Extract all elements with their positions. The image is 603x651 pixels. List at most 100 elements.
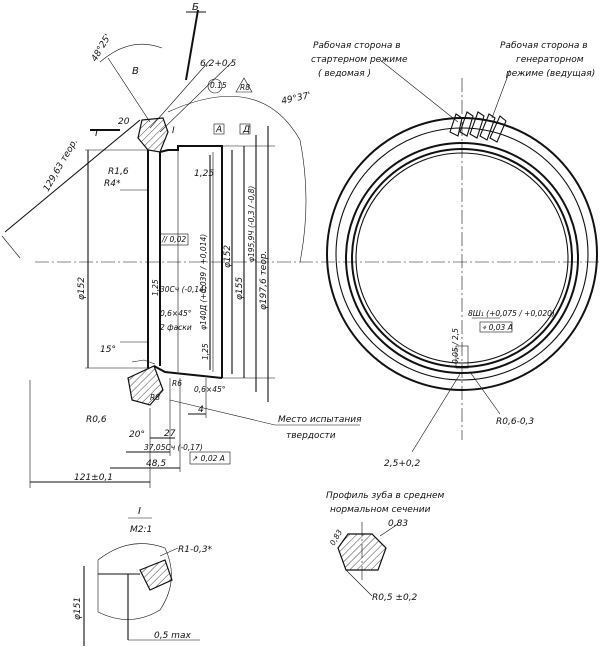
detail-diam: φ151	[73, 597, 83, 620]
detail-radius: R1-0,3*	[178, 545, 213, 555]
label-roman-one: I	[172, 126, 175, 136]
slot-tol: ⌖ 0,03 А	[482, 323, 513, 332]
detail-scale: М2:1	[130, 525, 152, 535]
lower-rim	[131, 359, 156, 365]
detail-title: I	[138, 506, 141, 517]
rim-inner-circle	[335, 127, 589, 381]
detail-width: 0,5 max	[154, 631, 191, 641]
roughness-triangle	[235, 77, 253, 93]
tooth-guide-2	[159, 61, 233, 133]
detail-i: I М2:1 R1-0,3* φ151 0,5 max	[73, 506, 213, 646]
label-right-2: генераторном	[516, 55, 584, 65]
dim-62: 6,2+0,5	[200, 59, 236, 69]
dim-r8: R8	[240, 83, 250, 92]
tooth-guide-3	[107, 57, 151, 123]
profile-title-2: нормальном сечении	[330, 505, 431, 515]
dim-485: 48,5	[146, 459, 166, 469]
label-left-3: ( ведомая )	[318, 69, 371, 79]
profile-title-1: Профиль зуба в среднем	[326, 491, 444, 501]
hardness-1: Место испытания	[278, 415, 362, 425]
bore-inner-circle	[355, 152, 569, 364]
dim-1959: φ195,9Ч (-0,3 / -0,8)	[247, 186, 256, 262]
dim-r6-bot: R6	[172, 379, 182, 388]
dim-r15: 0.15	[210, 81, 227, 90]
dim-r4: R4*	[104, 179, 121, 189]
hardness-leader	[169, 399, 276, 426]
dim-r16: R1,6	[108, 167, 129, 177]
label-right-1: Рабочая сторона в	[500, 41, 588, 51]
angle-arc-top	[99, 43, 163, 63]
dim-125-top: 1,25	[194, 169, 214, 179]
tooth-profile: Профиль зуба в среднем нормальном сечени…	[326, 491, 444, 603]
slot-rect	[455, 345, 469, 369]
label-g: Г	[95, 128, 102, 139]
angle-bottom: 15°	[100, 345, 116, 355]
dim-155: φ155	[235, 277, 245, 300]
bore-30: 30Cч (-0,14)	[160, 285, 207, 294]
dim-121: 121±0,1	[74, 473, 113, 483]
detail-r-leader	[159, 547, 179, 557]
dim-4: 4	[198, 405, 204, 415]
profile-radius: R0,5 ±0,2	[372, 593, 418, 603]
flange-top	[159, 145, 223, 153]
dim-20: 20	[118, 117, 130, 127]
tol-frame-runout	[189, 451, 231, 465]
dim-r06-03: R0,6-0,3	[496, 417, 534, 427]
tooth-4	[479, 113, 496, 141]
dim-12963-ext	[1, 235, 21, 259]
dim-37: 37,05Cч (-0,17)	[144, 443, 203, 452]
slot-note: 0,05 / 2,5	[451, 328, 460, 364]
datum-a-frame	[213, 123, 225, 135]
dim-1976: φ197,6 теор.	[259, 251, 269, 310]
profile-right-leader	[379, 523, 399, 537]
label-b: Б	[192, 2, 199, 13]
front-view: Рабочая сторона в стартерном режиме ( ве…	[311, 41, 598, 469]
hub-outer-circle	[345, 142, 579, 374]
tooth-guide-1	[149, 59, 211, 129]
hardness-2: твердости	[286, 431, 336, 441]
leader-driven	[379, 59, 459, 123]
angle-right: 49°37'	[281, 91, 312, 107]
tol-frame-parallel	[159, 233, 189, 246]
dim-r8-bot: R8	[150, 393, 160, 402]
cut-line-b	[185, 9, 199, 81]
tol-parallel: // 0,02	[161, 235, 186, 244]
section-view: Б В Г I А Д 48°25' 49°37' 15° 20° 6,2+0,…	[1, 2, 600, 488]
tooth-1	[449, 113, 463, 137]
label-a: А	[215, 125, 222, 135]
dim-152-b: φ152	[223, 245, 233, 268]
tooth-3	[469, 111, 485, 139]
dim-25: 2,5+0,2	[384, 459, 420, 469]
chamfer-b: 0,6×45°	[194, 385, 226, 394]
dim-125-mid: 1,25	[151, 279, 160, 296]
two-chamfers: 2 фаски	[160, 323, 192, 332]
tooth-5	[489, 115, 507, 143]
angle-small: 20°	[129, 430, 145, 440]
dim-r06: R0,6	[86, 415, 107, 425]
roughness-circle	[207, 78, 223, 94]
leader-r06	[469, 371, 501, 415]
dim-12963-line	[4, 119, 141, 233]
label-v: В	[132, 66, 139, 77]
tooth-2	[459, 111, 474, 137]
leader-25	[411, 373, 461, 453]
detail-outline	[97, 543, 172, 620]
label-d: Д	[242, 125, 250, 135]
profile-dim-right: 0,83	[388, 519, 408, 529]
bore-circle	[351, 148, 573, 368]
chamfer-a: 0,6×45°	[160, 309, 192, 318]
label-right-3: режиме (ведущая)	[505, 69, 595, 79]
dim-152-left: φ152	[77, 277, 87, 300]
datum-d-frame	[239, 123, 251, 135]
bore-140: φ140Д (+0,039 / +0,014)	[199, 234, 208, 330]
tol-runout: ↗ 0,02 А	[192, 454, 225, 463]
leader-driving	[491, 69, 511, 119]
dim-125-bot: 1,25	[201, 343, 210, 360]
upper-tooth-section	[137, 117, 169, 153]
angle-top: 48°25'	[90, 33, 114, 64]
slot-dim: 8Ш₁ (+0,075 / +0,020)	[468, 309, 555, 318]
slot-tol-frame	[479, 321, 513, 333]
label-left-1: Рабочая сторона в	[313, 41, 401, 51]
detail-hatch	[139, 559, 173, 591]
